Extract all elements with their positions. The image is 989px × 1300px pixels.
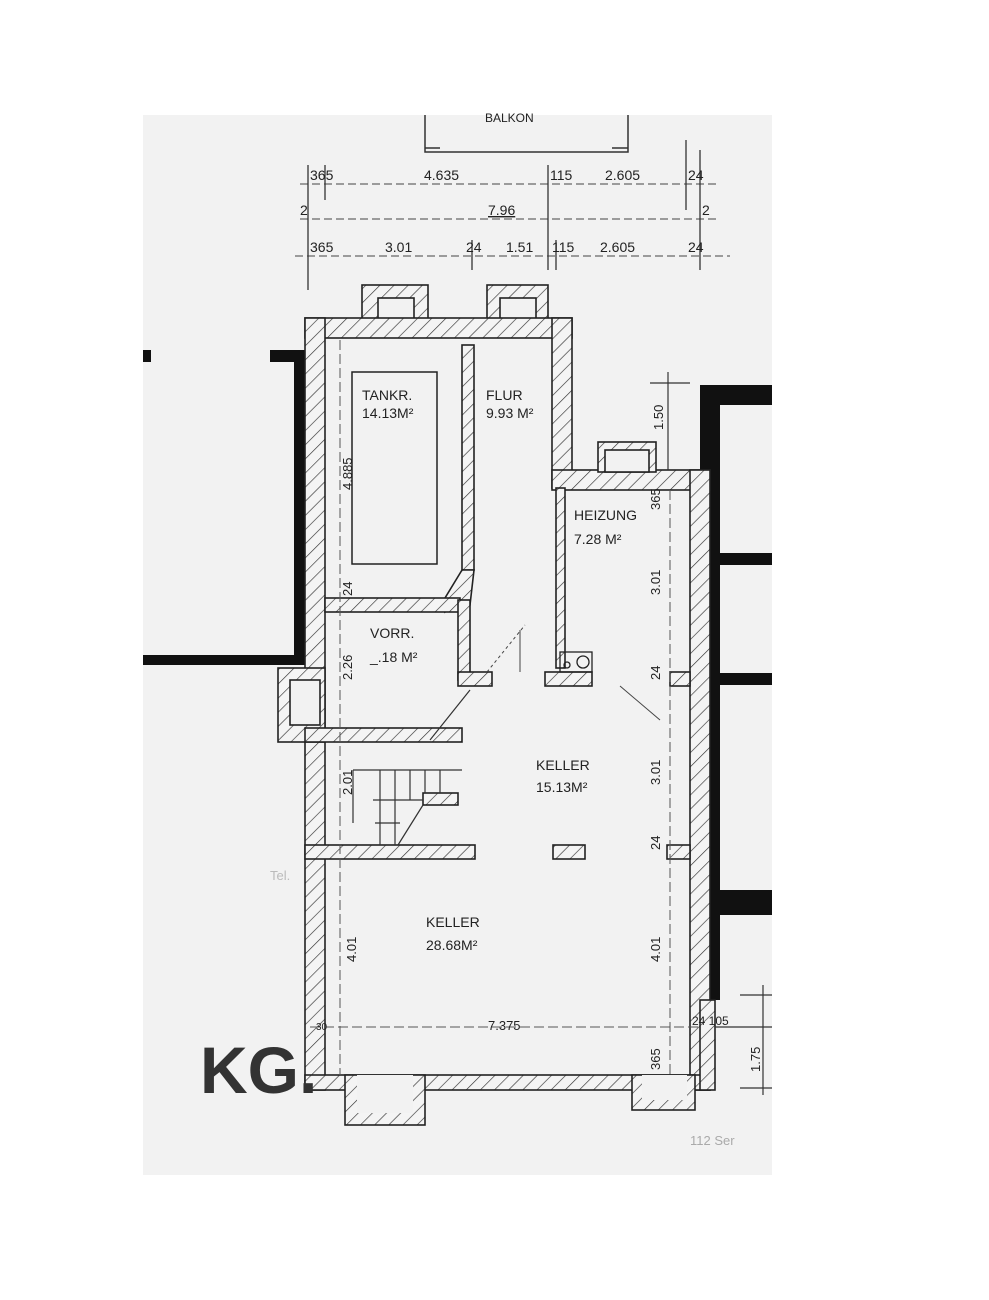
room-name: FLUR (486, 387, 523, 403)
dim-side-left: 2 (300, 202, 308, 218)
dim: 2.605 (605, 167, 640, 183)
dim: 115 (550, 167, 573, 183)
stairs (352, 689, 471, 846)
dim: 4.635 (424, 167, 459, 183)
handwritten-note: Tel. (270, 868, 290, 883)
dim: 24 105 (692, 1014, 729, 1028)
room-keller-2: KELLER 28.68M² (426, 914, 480, 953)
dim: 3.01 (648, 570, 663, 595)
tank-outline (351, 371, 438, 565)
balcony-label: BALKON (485, 111, 534, 125)
walls (277, 284, 716, 1126)
overall-width: 7.96 (488, 202, 515, 218)
dim: 24 (648, 836, 663, 850)
dim: 4.01 (344, 937, 359, 962)
dim: 2.26 (340, 655, 355, 680)
room-keller-1: KELLER 15.13M² (536, 757, 590, 795)
room-dimensions: 4.885 24 2.26 1.50 365 3.01 24 3.01 2.01… (316, 405, 763, 1072)
dim: 365 (648, 1048, 663, 1070)
dim: 2.01 (340, 770, 355, 795)
dim: 24 (688, 167, 704, 183)
dimension-lines (295, 183, 730, 257)
room-heizung: HEIZUNG 7.28 M² (574, 507, 637, 547)
dim: 1.50 (651, 405, 666, 430)
balcony (424, 115, 629, 153)
room-name: HEIZUNG (574, 507, 637, 523)
boiler-icon (559, 651, 593, 673)
room-vorr: VORR. _.18 M² (369, 625, 418, 665)
dim: 1.51 (506, 239, 533, 255)
dim: 30 (316, 1022, 328, 1033)
room-area: 9.93 M² (486, 405, 534, 421)
dim: 4.01 (648, 937, 663, 962)
room-name: KELLER (426, 914, 480, 930)
handwritten-note: 112 Ser (690, 1133, 735, 1148)
dim: 365 (310, 167, 334, 183)
room-area: 28.68M² (426, 937, 478, 953)
dim: 3.01 (385, 239, 412, 255)
room-area: 14.13M² (362, 405, 414, 421)
room-name: TANKR. (362, 387, 412, 403)
room-area: 15.13M² (536, 779, 588, 795)
dim: 365 (310, 239, 334, 255)
dim: 2.605 (600, 239, 635, 255)
dim: 4.885 (340, 457, 355, 490)
room-flur: FLUR 9.93 M² (486, 387, 534, 421)
dim: 24 (340, 582, 355, 596)
dims-row-1: 365 4.635 115 2.605 24 (310, 167, 704, 183)
dims-row-2: 365 3.01 24 1.51 115 2.605 24 (310, 239, 704, 255)
room-area: 7.28 M² (574, 531, 622, 547)
dim: 7.375 (488, 1018, 521, 1033)
dim: 365 (648, 488, 663, 510)
floor-label: KG. (200, 1033, 317, 1107)
room-name: KELLER (536, 757, 590, 773)
dim: 3.01 (648, 760, 663, 785)
room-tankr: TANKR. 14.13M² (362, 387, 414, 421)
dim: 24 (648, 666, 663, 680)
room-area: _.18 M² (369, 649, 418, 665)
dim-side-right: 2 (702, 202, 710, 218)
dim: 24 (688, 239, 704, 255)
room-name: VORR. (370, 625, 414, 641)
dim: 115 (552, 239, 575, 255)
dim: 1.75 (748, 1047, 763, 1072)
dim: 24 (466, 239, 482, 255)
